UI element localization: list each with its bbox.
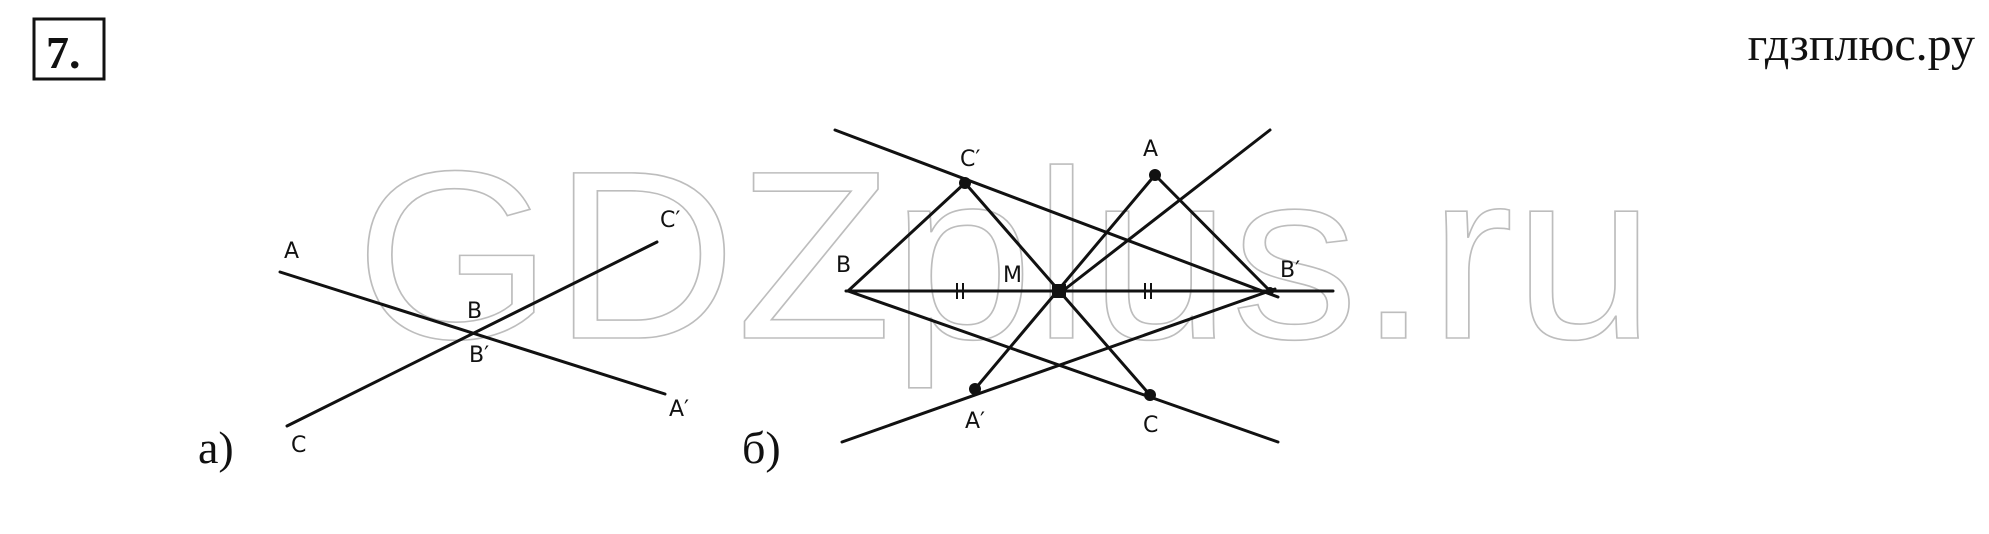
point-a xyxy=(1149,169,1161,181)
point-a-prime xyxy=(969,383,981,395)
label-b-A-prime: A′ xyxy=(965,409,985,434)
problem-number: 7. xyxy=(46,27,81,78)
label-a-A: A xyxy=(284,239,299,264)
label-b-M: M xyxy=(1003,263,1022,288)
label-a-C-prime: C′ xyxy=(660,208,680,233)
label-b-C-prime: C′ xyxy=(960,147,980,172)
figure-b: C′ A B M B′ A′ C б) xyxy=(742,128,1335,473)
watermark: GDZplus.ru xyxy=(355,121,1655,389)
point-c xyxy=(1144,389,1156,401)
label-a-A-prime: A′ xyxy=(669,397,689,422)
figure-a: A C′ B B′ A′ C а) xyxy=(198,208,689,473)
problem-number-box xyxy=(32,17,106,81)
label-a-B: B xyxy=(467,299,482,324)
label-b-B-prime: B′ xyxy=(1280,258,1300,283)
line-b-cc-long xyxy=(833,128,1280,299)
line-a-cc xyxy=(285,240,659,428)
point-c-prime xyxy=(959,177,971,189)
caption-a: а) xyxy=(198,422,234,473)
line-b-upper-right xyxy=(1058,128,1272,295)
segment-b-prime-a xyxy=(1153,173,1272,293)
label-b-B: B xyxy=(836,253,851,278)
label-a-C: C xyxy=(291,433,306,458)
site-name: гдзплюс.ру xyxy=(1748,18,1975,71)
point-m xyxy=(1052,284,1066,298)
point-b-prime xyxy=(1266,287,1274,295)
segment-b-c-prime xyxy=(846,181,967,293)
segment-a-a-prime xyxy=(973,173,1157,391)
label-a-B-prime: B′ xyxy=(469,343,489,368)
caption-b: б) xyxy=(742,422,781,473)
line-b-lower-left xyxy=(846,289,1280,444)
label-b-C: C xyxy=(1143,413,1158,438)
label-b-A: A xyxy=(1143,137,1158,162)
